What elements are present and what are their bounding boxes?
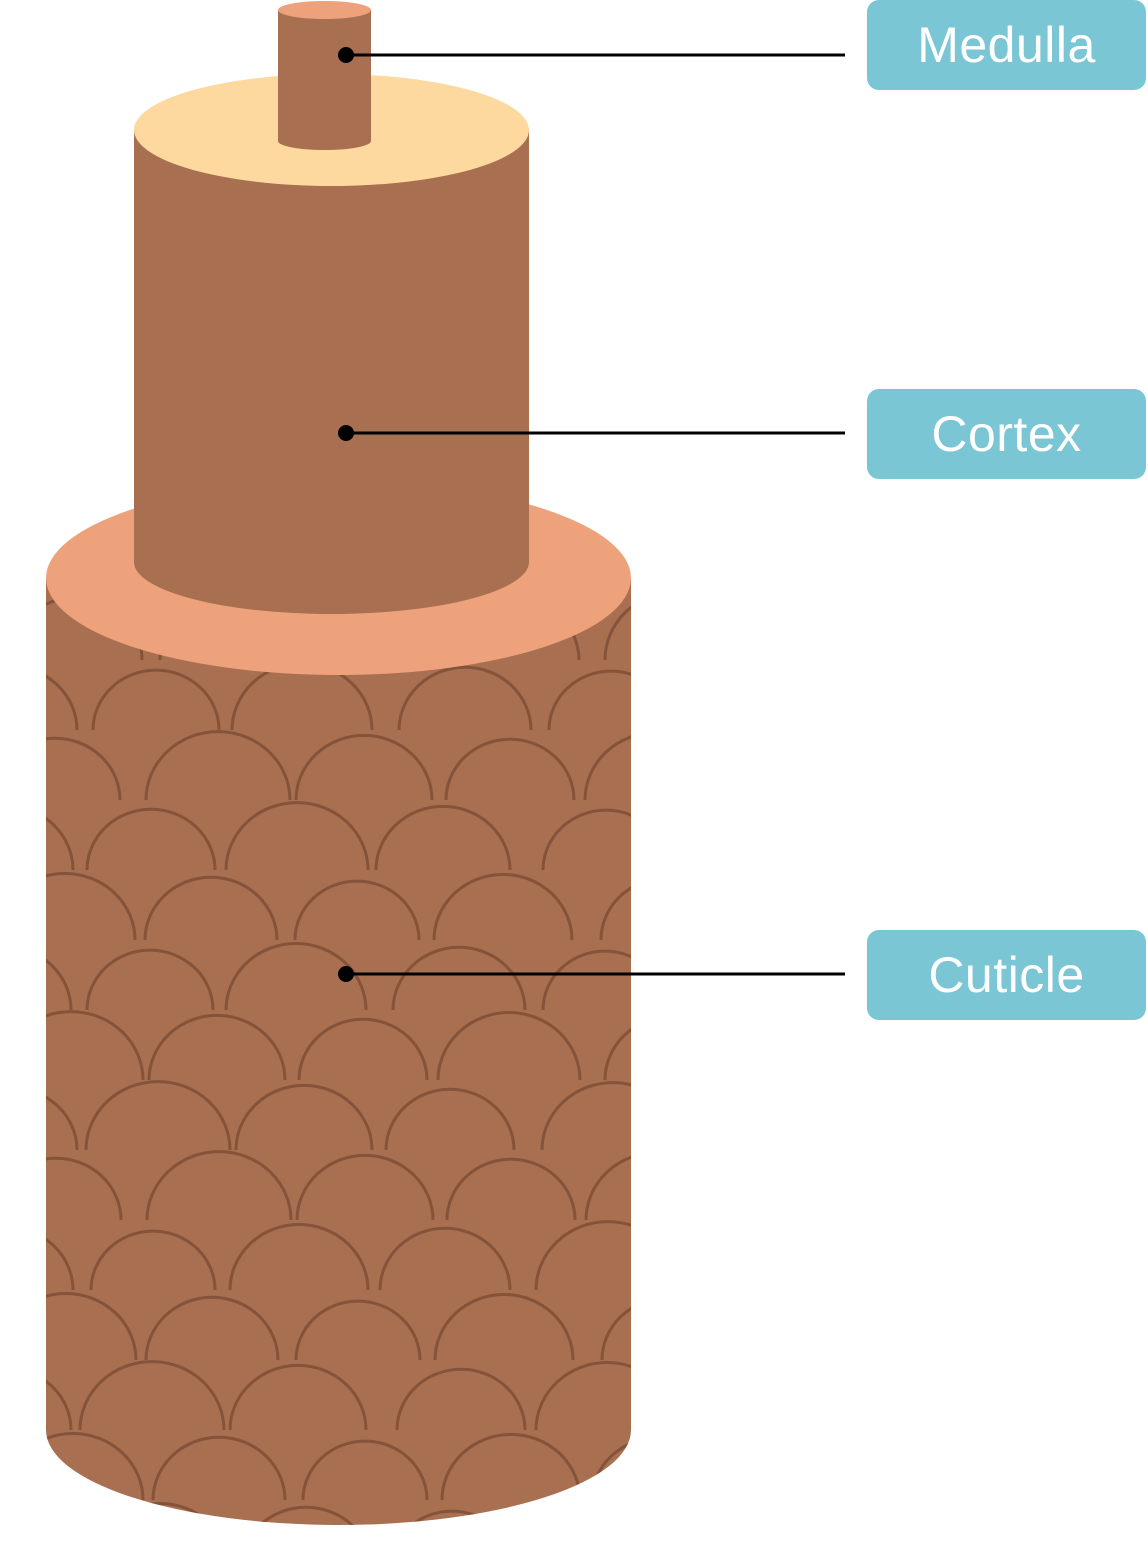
cuticle-scale-arc bbox=[293, 879, 421, 941]
cuticle-scale-arc bbox=[600, 1296, 631, 1361]
cuticle-scale-arc bbox=[46, 1432, 145, 1501]
cuticle-scale-arc bbox=[590, 1436, 631, 1501]
cuticle-scale-arc bbox=[391, 945, 527, 1011]
cuticle-scale-arc bbox=[224, 801, 370, 871]
cuticle-scale-arc bbox=[599, 876, 631, 941]
cuticle-scale-arc bbox=[295, 1153, 435, 1221]
cuticle-scale-arc bbox=[294, 733, 434, 801]
cuticle-scale-arc bbox=[238, 1505, 374, 1525]
cuticle-scale-arc bbox=[603, 590, 631, 661]
cuticle-scale-arc bbox=[78, 1360, 226, 1431]
cuticle-scale-arc bbox=[540, 1081, 631, 1151]
cuticle-scale-arc bbox=[46, 1508, 62, 1525]
cuticle-scale-arc bbox=[234, 1083, 374, 1151]
cuticle-scale-arc bbox=[534, 1361, 631, 1431]
cuticle-scale-arc bbox=[224, 942, 368, 1011]
cuticle-scale-arc bbox=[301, 1439, 429, 1501]
cuticle-scale-arc bbox=[46, 1156, 123, 1221]
cuticle-scale-arc bbox=[436, 1011, 582, 1081]
cuticle-scale-arc bbox=[46, 1366, 73, 1431]
cuticle-scale-arc bbox=[46, 944, 73, 1011]
cuticle-scale-arc bbox=[541, 808, 631, 871]
cuticle-scale-arc bbox=[84, 1080, 232, 1151]
cuticle-scale-arc bbox=[85, 948, 215, 1011]
cuticle-scale-arc bbox=[143, 875, 279, 941]
label-cortex-text: Cortex bbox=[931, 406, 1082, 462]
cuticle-scale-arc bbox=[374, 804, 512, 871]
cuticle-scale-arc bbox=[384, 1087, 516, 1151]
cuticle-scale-arc bbox=[147, 1013, 287, 1081]
cuticle-scale-arc bbox=[46, 1292, 138, 1361]
cuticle-scale-arc bbox=[46, 1010, 145, 1081]
cortex-body bbox=[134, 130, 529, 614]
cuticle-scale-arc bbox=[46, 1225, 75, 1291]
cuticle-scale-arc bbox=[395, 1367, 527, 1431]
cuticle-scale-arc bbox=[547, 669, 631, 731]
cuticle-scale-arc bbox=[433, 1292, 575, 1361]
cuticle-scale-arc bbox=[584, 1151, 631, 1221]
cuticle-scale-arc bbox=[583, 731, 631, 801]
cuticle-scale-arc bbox=[88, 1502, 232, 1525]
cuticle-scale-arc bbox=[294, 1299, 422, 1361]
cuticle-scale-arc bbox=[388, 1509, 516, 1525]
cuticle-scale-arc bbox=[534, 1220, 631, 1291]
cuticle-scale-arc bbox=[541, 949, 631, 1011]
cuticle-body bbox=[46, 578, 631, 1525]
leader-line-medulla bbox=[338, 47, 845, 63]
cuticle-scale-arc bbox=[144, 1295, 280, 1361]
cuticle-scale-arc bbox=[440, 1432, 582, 1501]
leader-line-cuticle bbox=[338, 966, 845, 982]
medulla-top bbox=[278, 1, 371, 19]
cuticle-scale-arc bbox=[46, 1086, 79, 1151]
cuticle-scale-arc bbox=[144, 730, 292, 801]
leader-line-cortex bbox=[338, 425, 845, 441]
label-medulla-text: Medulla bbox=[917, 17, 1096, 73]
cuticle-scale-arc bbox=[228, 1222, 370, 1291]
cuticle-scale-arc bbox=[46, 872, 137, 941]
medulla-body bbox=[278, 10, 371, 151]
label-medulla: Medulla bbox=[867, 0, 1146, 90]
cuticle-scale-arc bbox=[145, 1150, 293, 1221]
cuticle-scales bbox=[46, 590, 631, 1525]
cuticle-scale-arc bbox=[378, 1226, 512, 1291]
cuticle-scale-arc bbox=[527, 1502, 631, 1525]
cuticle-scale-arc bbox=[46, 736, 122, 801]
cuticle-scale-arc bbox=[151, 1435, 287, 1501]
cuticle-scale-arc bbox=[228, 1363, 368, 1431]
cuticle-scale-arc bbox=[445, 1157, 577, 1221]
cuticle-scale-arc bbox=[89, 1229, 217, 1291]
cuticle-scale-arc bbox=[46, 803, 75, 871]
cuticle-scale-arc bbox=[603, 1014, 631, 1081]
cuticle-scale-arc bbox=[46, 664, 79, 731]
label-cuticle: Cuticle bbox=[867, 930, 1146, 1020]
cuticle-scale-arc bbox=[397, 665, 533, 731]
label-cortex: Cortex bbox=[867, 389, 1146, 479]
cuticle-scale-arc bbox=[85, 807, 217, 871]
cuticle-scale-arc bbox=[432, 872, 574, 941]
label-cuticle-text: Cuticle bbox=[928, 947, 1085, 1003]
cuticle-scale-arc bbox=[444, 737, 576, 801]
cuticle-scale-arc bbox=[91, 668, 221, 731]
cuticle-scale-arc bbox=[297, 1017, 429, 1081]
